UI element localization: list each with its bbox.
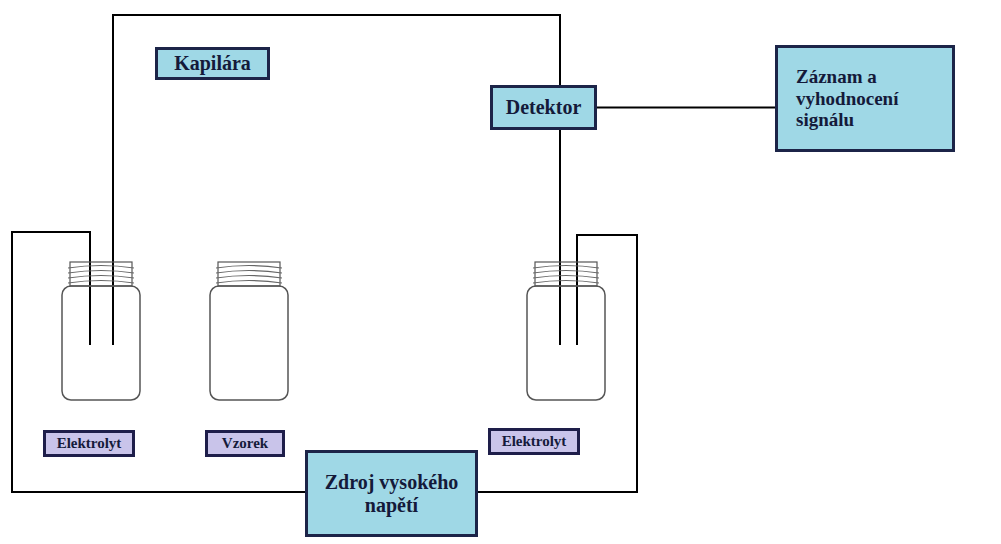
wiring xyxy=(12,15,637,492)
vial xyxy=(210,262,288,400)
vial xyxy=(527,262,605,400)
output-box: Záznam a vyhodnocení signálu xyxy=(775,45,955,152)
vial-body xyxy=(527,286,605,400)
electrode-wire xyxy=(12,232,330,492)
vials xyxy=(62,262,605,400)
vial-thread xyxy=(533,266,599,269)
box-text: Elektrolyt xyxy=(54,435,124,452)
vial-thread xyxy=(533,276,599,279)
power-supply-box: Zdroj vysokého napětí xyxy=(305,450,478,537)
vial-thread xyxy=(68,276,134,279)
box-text: Kapilára xyxy=(166,52,259,75)
vial-label: Vzorek xyxy=(205,430,285,457)
vial-thread xyxy=(68,266,134,269)
vial-thread xyxy=(533,271,599,274)
vial-body xyxy=(62,286,140,400)
box-text: Záznam a vyhodnocení signálu xyxy=(796,66,940,132)
box-text: Detektor xyxy=(501,96,586,119)
vial-body xyxy=(210,286,288,400)
vial xyxy=(62,262,140,400)
box-text: Elektrolyt xyxy=(499,433,569,450)
vial-thread xyxy=(68,271,134,274)
signal-line xyxy=(597,107,775,109)
label-box: Kapilára xyxy=(155,47,270,80)
vial-thread xyxy=(68,281,134,284)
vial-label: Elektrolyt xyxy=(488,428,580,455)
vial-thread xyxy=(533,281,599,284)
box-text: Zdroj vysokého napětí xyxy=(316,471,467,517)
vial-label: Elektrolyt xyxy=(43,430,135,457)
box-text: Vzorek xyxy=(216,435,274,452)
capillary-line xyxy=(559,110,561,345)
vial-thread xyxy=(216,266,282,269)
vial-thread xyxy=(216,276,282,279)
detector-box: Detektor xyxy=(490,85,597,130)
vial-thread xyxy=(216,271,282,274)
capillary-line xyxy=(113,15,560,345)
vial-thread xyxy=(216,281,282,284)
